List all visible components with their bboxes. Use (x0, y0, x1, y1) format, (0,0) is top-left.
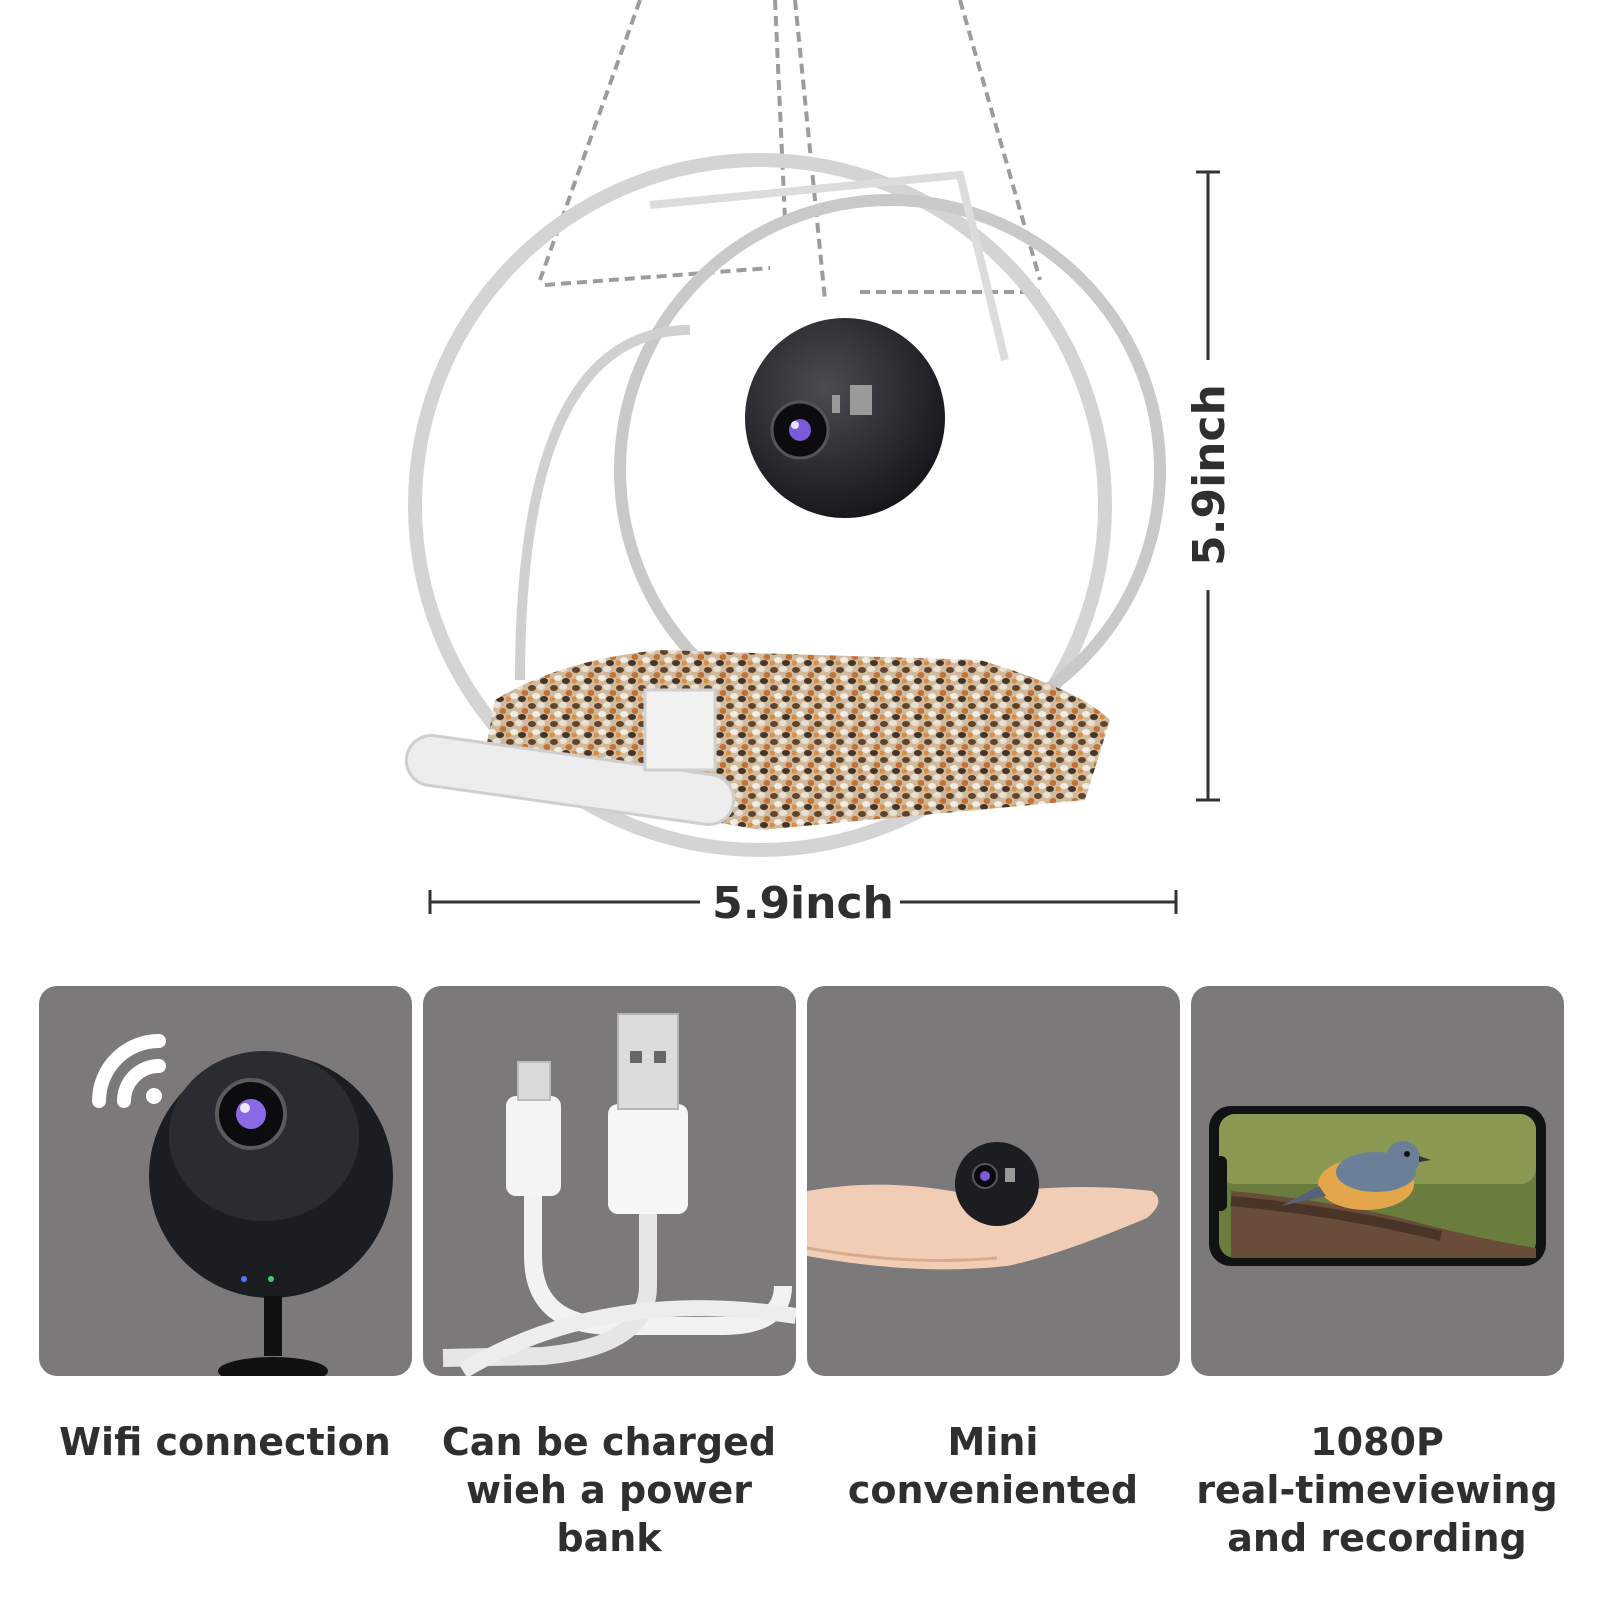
width-label: 5.9inch (712, 878, 894, 929)
feature-tile-charging (423, 986, 796, 1376)
feeder-back-ring (408, 153, 1112, 857)
feature-tile-mini (807, 986, 1180, 1376)
feature-caption-recording: 1080P real-timeviewing and recording (1196, 1420, 1558, 1560)
height-label: 5.9inch (1184, 384, 1235, 566)
phone-live-view-icon (1209, 1106, 1546, 1266)
mini-camera-in-hand-icon (807, 1142, 1159, 1270)
bird-feeder-product-image: 5.9inch 5.9inch (404, 0, 1235, 929)
height-dimension-marker (1196, 170, 1220, 802)
hanging-chain (538, 0, 1042, 301)
feature-caption-charging: Can be charged wieh a power bank (441, 1420, 777, 1560)
perch-bar (404, 734, 736, 826)
width-dimension-marker (428, 890, 1178, 914)
feature-tile-recording (1191, 986, 1564, 1376)
feature-caption-mini: Mini conveniented (847, 1420, 1139, 1512)
feeder-camera-icon (745, 318, 945, 518)
wifi-camera-icon (92, 1034, 393, 1376)
feature-caption-wifi: Wifi connection (59, 1420, 391, 1464)
feature-tile-wifi (39, 986, 412, 1376)
usb-cable-icon (442, 1013, 796, 1376)
